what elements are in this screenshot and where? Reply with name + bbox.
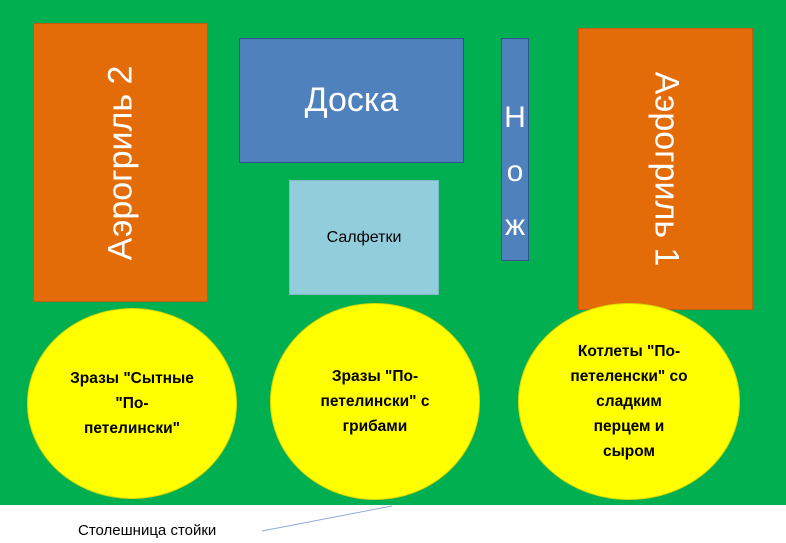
napkins-label: Салфетки [326,228,402,246]
dish-middle-label: Зразы "По- петелински" с грибами [320,368,430,435]
dish-middle: Зразы "По- петелински" с грибами [270,303,480,500]
knife-letter: ж [504,209,526,242]
dish-left: Зразы "Сытные "По- петелински" [27,308,237,499]
knife: Н о ж [501,38,529,261]
knife-letter: о [506,155,524,188]
air-grill-2: Аэрогриль 2 [33,23,208,302]
napkins: Салфетки [289,180,439,295]
dish-right: Котлеты "По- петеленски" со сладким перц… [518,303,740,500]
cutting-board-label: Доска [304,81,399,119]
knife-letter: Н [504,101,526,134]
air-grill-1: Аэрогриль 1 [578,28,753,310]
counter-caption: Столешница стойки [78,522,217,539]
dish-left-label: Зразы "Сытные "По- петелински" [70,370,194,437]
dish-right-label: Котлеты "По- петеленски" со сладким перц… [570,343,688,460]
cutting-board: Доска [239,38,464,163]
